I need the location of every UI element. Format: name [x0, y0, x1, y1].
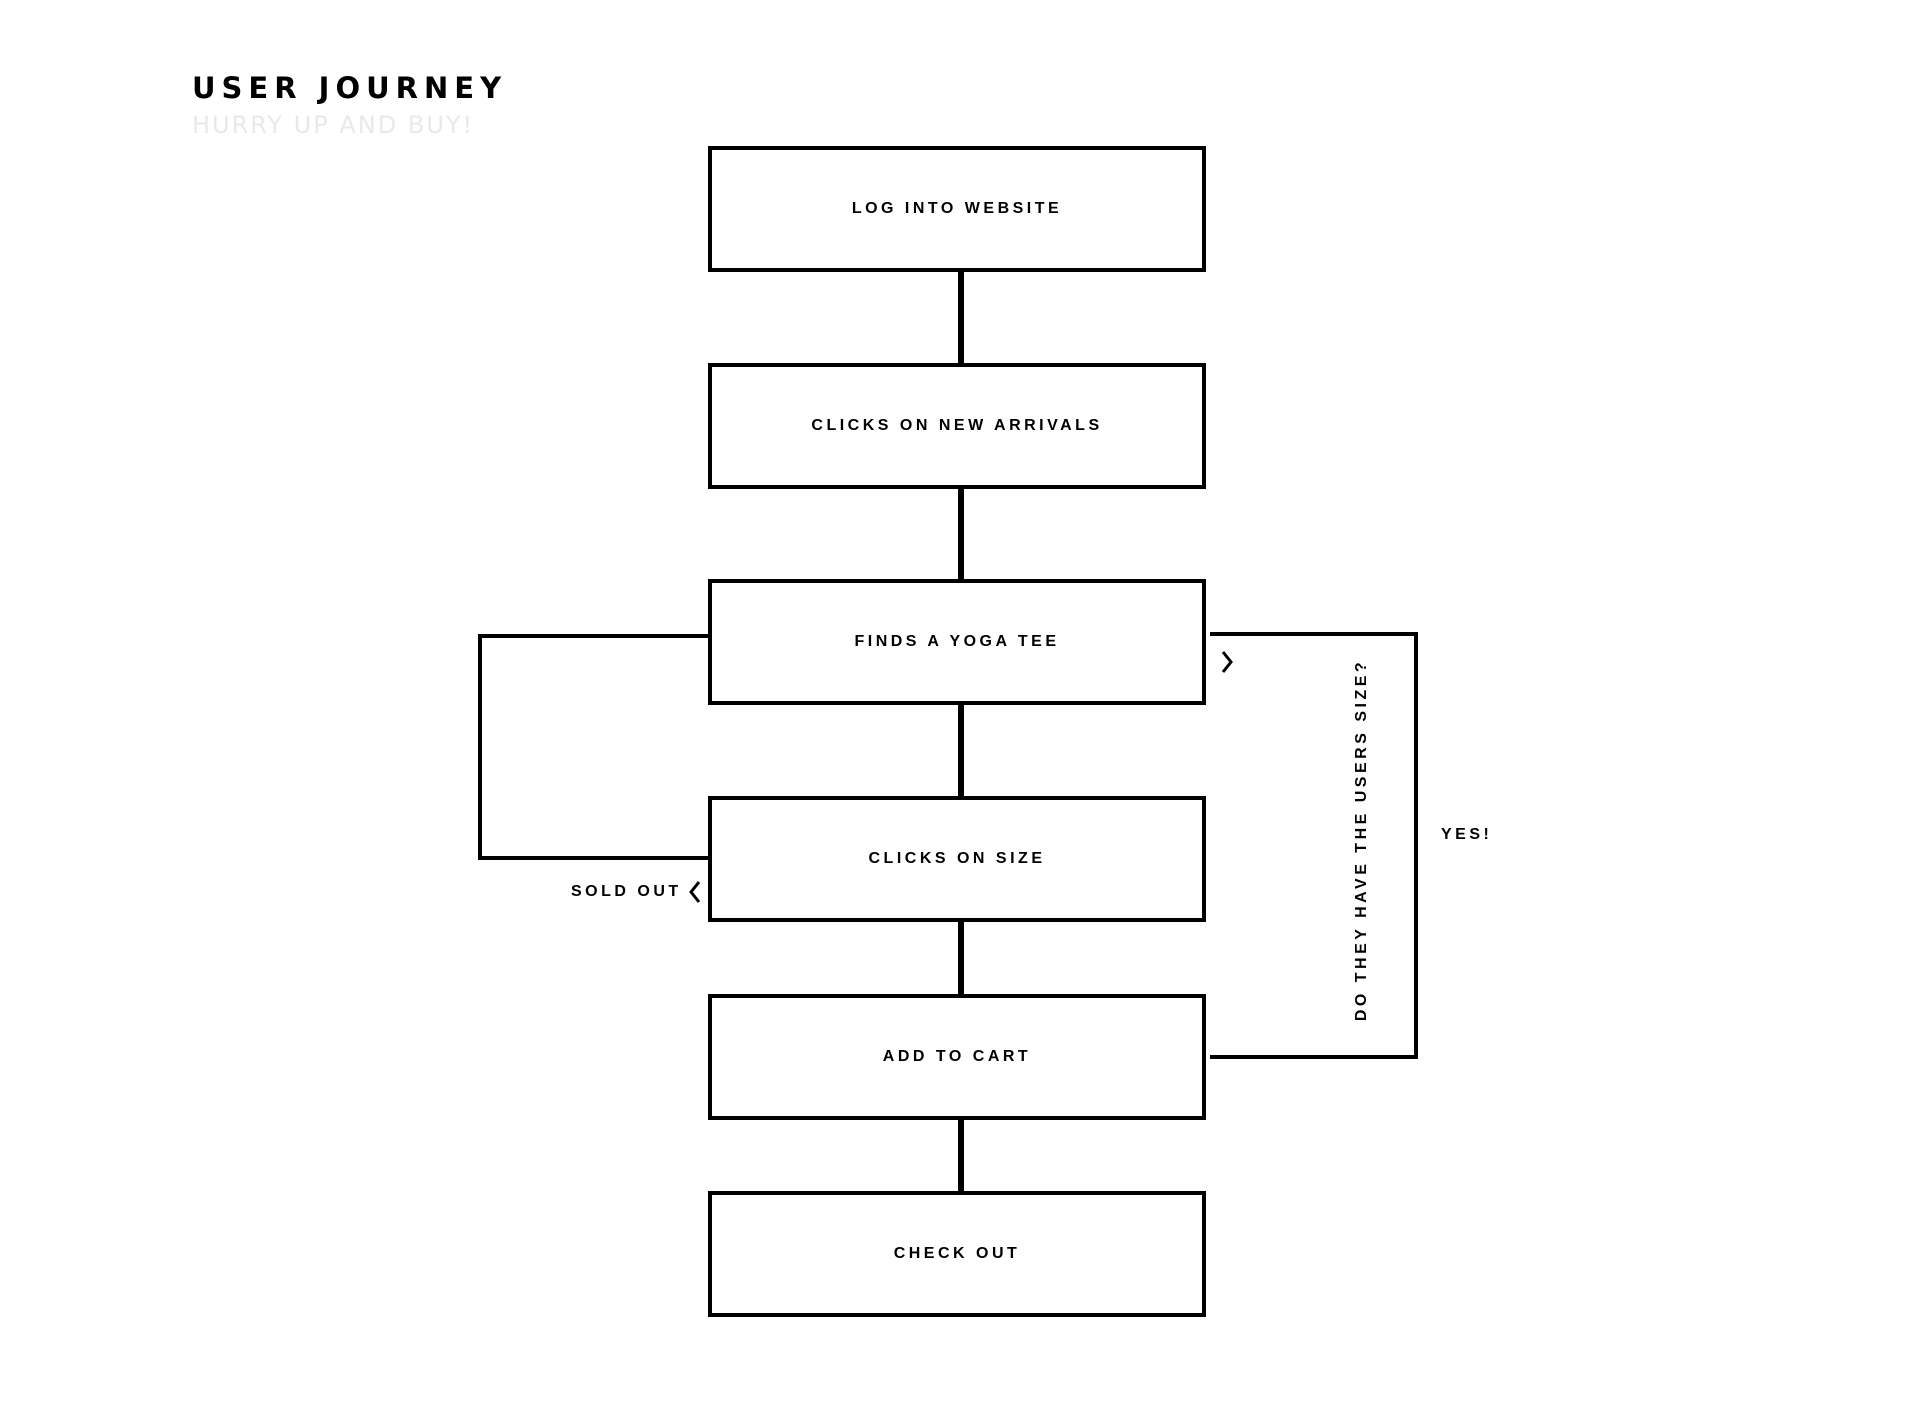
- step-add-to-cart: ADD TO CART: [708, 994, 1206, 1120]
- sold-out-loop-side: [478, 634, 482, 860]
- connector-4-5: [958, 920, 964, 998]
- chevron-left-icon: [689, 881, 701, 903]
- step-clicks-on-size: CLICKS ON SIZE: [708, 796, 1206, 922]
- sold-out-loop-top: [478, 634, 708, 638]
- diagram-header: USER JOURNEY HURRY UP AND BUY!: [192, 68, 507, 142]
- connector-5-6: [958, 1118, 964, 1195]
- chevron-right-icon: [1221, 651, 1233, 673]
- step-label: CLICKS ON NEW ARRIVALS: [811, 417, 1103, 434]
- sold-out-loop-bottom: [478, 856, 708, 860]
- step-clicks-on-new-arrivals: CLICKS ON NEW ARRIVALS: [708, 363, 1206, 489]
- size-loop-bottom: [1210, 1055, 1418, 1059]
- step-finds-a-yoga-tee: FINDS A YOGA TEE: [708, 579, 1206, 705]
- sold-out-label: SOLD OUT: [571, 883, 682, 900]
- size-loop-top: [1210, 632, 1418, 636]
- step-label: ADD TO CART: [882, 1048, 1032, 1065]
- size-loop-side: [1414, 632, 1418, 1059]
- step-label: CHECK OUT: [893, 1245, 1021, 1262]
- step-label: FINDS A YOGA TEE: [854, 633, 1060, 650]
- connector-3-4: [958, 703, 964, 800]
- step-log-into-website: LOG INTO WEBSITE: [708, 146, 1206, 272]
- page-title: USER JOURNEY: [192, 71, 508, 105]
- connector-2-3: [958, 487, 964, 583]
- page-subtitle: HURRY UP AND BUY!: [192, 111, 475, 139]
- yes-label: YES!: [1441, 826, 1493, 843]
- connector-1-2: [958, 270, 964, 367]
- step-label: LOG INTO WEBSITE: [851, 200, 1063, 217]
- step-check-out: CHECK OUT: [708, 1191, 1206, 1317]
- step-label: CLICKS ON SIZE: [868, 850, 1046, 867]
- size-question-label: DO THEY HAVE THE USERS SIZE?: [1353, 658, 1370, 1022]
